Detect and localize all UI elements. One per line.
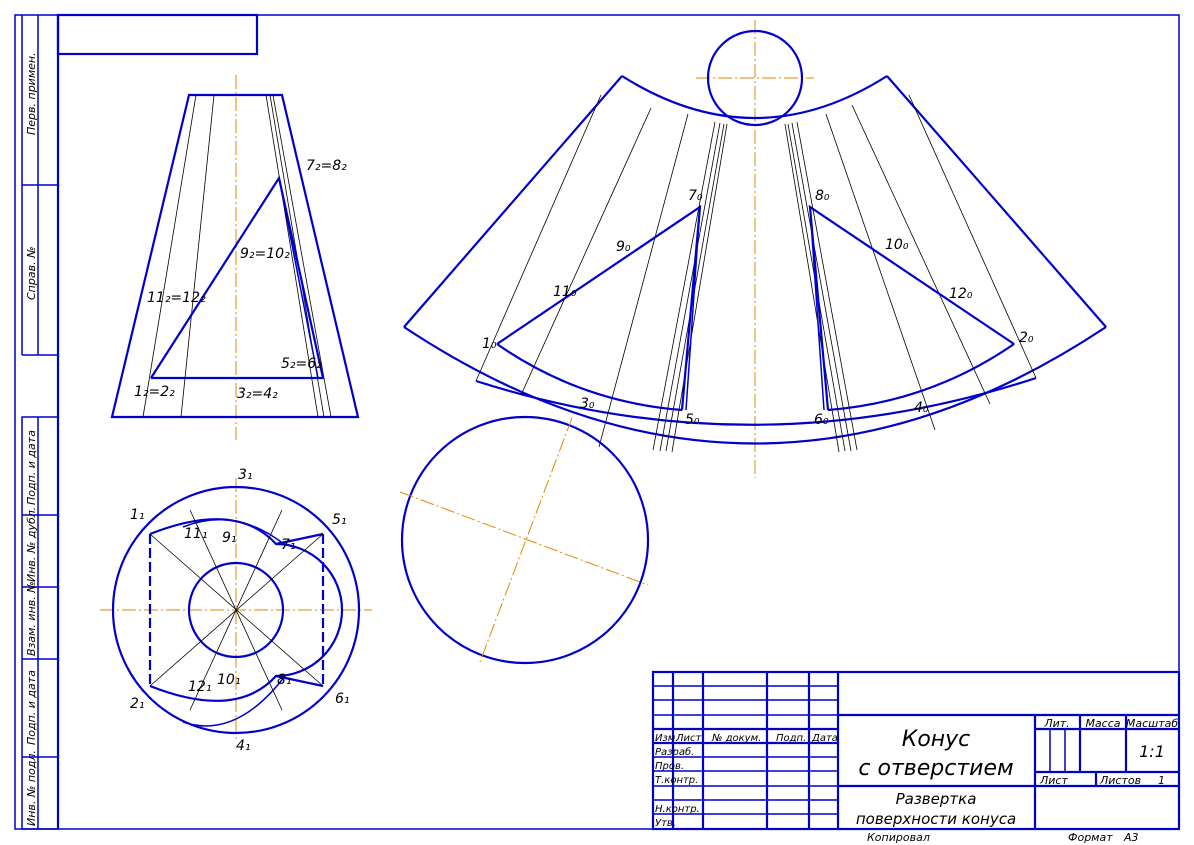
top-label-9: 9₁ — [222, 530, 237, 546]
outer-border — [14, 14, 1180, 830]
nkontr-label: Н.контр. — [655, 804, 700, 815]
top-label-3: 3₁ — [238, 467, 253, 483]
base-circle — [400, 415, 650, 665]
title-line2: с отверстием — [858, 756, 1013, 781]
lit-label: Лит. — [1043, 717, 1069, 730]
sprav-no-label: Справ. № — [25, 246, 38, 300]
side-strip: Перв. примен. Справ. № Подп. и дата Инв.… — [21, 15, 59, 830]
col-doc: № докум. — [711, 733, 761, 744]
podp-data-top-label: Подп. и дата — [25, 430, 38, 505]
front-view: 7₂=8₂ 9₂=10₂ 11₂=12₂ 5₂=6₂ 1₂=2₂ 3₂=4₂ — [110, 75, 360, 440]
podp-data-bottom-label: Подп. и дата — [25, 670, 38, 745]
dev-label-1: 1₀ — [482, 336, 497, 352]
top-label-8: 8₁ — [277, 672, 292, 688]
dev-label-2: 2₀ — [1019, 330, 1034, 346]
front-label-78: 7₂=8₂ — [306, 158, 347, 174]
top-label-5: 5₁ — [332, 512, 347, 528]
front-label-34: 3₂=4₂ — [237, 386, 278, 402]
razrab-label: Разраб. — [655, 746, 694, 758]
tkontr-label: Т.контр. — [655, 775, 698, 786]
top-inner-circle — [187, 561, 285, 659]
top-view: 3₁ 1₁ 5₁ 11₁ 9₁ 7₁ 2₁ 12₁ 10₁ 8₁ 6₁ 4₁ — [100, 467, 372, 754]
kopiroval-label: Копировал — [867, 831, 930, 844]
top-label-4: 4₁ — [236, 738, 251, 754]
inv-podl-label: Инв. № подл. — [25, 750, 38, 826]
dev-label-9: 9₀ — [616, 239, 631, 255]
dev-label-7: 7₀ — [688, 188, 703, 204]
format-label: Формат — [1068, 831, 1113, 844]
prov-label: Пров. — [655, 761, 684, 772]
title-line1: Конус — [902, 727, 971, 752]
utv-label: Утв. — [655, 818, 676, 829]
top-label-2: 2₁ — [130, 696, 145, 712]
masshtab-label: Масштаб — [1126, 717, 1178, 730]
perv-primen-label: Перв. примен. — [25, 52, 38, 135]
top-label-7: 7₁ — [281, 537, 296, 553]
front-label-1112: 11₂=12₂ — [147, 290, 206, 306]
front-hole-section — [150, 175, 325, 380]
top-label-6: 6₁ — [335, 691, 350, 707]
dev-label-6: 6₀ — [814, 412, 829, 428]
col-izm: Изм. — [655, 733, 679, 744]
dev-label-10: 10₀ — [885, 237, 909, 253]
col-podp: Подп. — [776, 733, 806, 744]
col-list: Лист — [675, 733, 703, 744]
front-outline — [110, 93, 360, 419]
dev-label-11: 11₀ — [553, 284, 577, 300]
top-outer-circle — [111, 485, 361, 735]
top-left-box — [56, 13, 259, 56]
dev-label-5: 5₀ — [685, 412, 700, 428]
dev-label-8: 8₀ — [815, 188, 830, 204]
development: 7₀ 8₀ 9₀ 10₀ 11₀ 12₀ 1₀ 2₀ 3₀ 4₀ 5₀ 6₀ — [403, 20, 1107, 478]
subtitle-line2: поверхности конуса — [856, 810, 1016, 828]
format-value: A3 — [1123, 831, 1139, 844]
front-label-12: 1₂=2₂ — [134, 384, 175, 400]
dev-label-4: 4₀ — [914, 400, 929, 416]
listov-label: Листов — [1099, 774, 1141, 787]
vzam-inv-label: Взам. инв. № — [25, 581, 38, 656]
col-data: Дата — [811, 733, 838, 744]
dev-label-3: 3₀ — [580, 396, 595, 412]
top-label-10: 10₁ — [217, 672, 240, 688]
front-label-56: 5₂=6₂ — [281, 356, 322, 372]
front-label-910: 9₂=10₂ — [240, 246, 290, 262]
inv-dubl-label: Инв. № дубл. — [25, 507, 38, 582]
title-block: Изм. Лист № докум. Подп. Дата Разраб. Пр… — [651, 670, 1181, 844]
list-label: Лист — [1039, 774, 1068, 787]
base-circle-view — [399, 415, 650, 665]
subtitle-line1: Развертка — [896, 790, 977, 808]
top-label-12: 12₁ — [188, 679, 211, 695]
top-label-1: 1₁ — [130, 507, 145, 523]
dev-top-circle — [706, 29, 804, 127]
dev-label-12: 12₀ — [949, 286, 973, 302]
massa-label: Масса — [1085, 717, 1120, 730]
scale-value: 1:1 — [1139, 742, 1165, 761]
top-label-11: 11₁ — [184, 526, 207, 542]
listov-value: 1 — [1158, 774, 1165, 787]
